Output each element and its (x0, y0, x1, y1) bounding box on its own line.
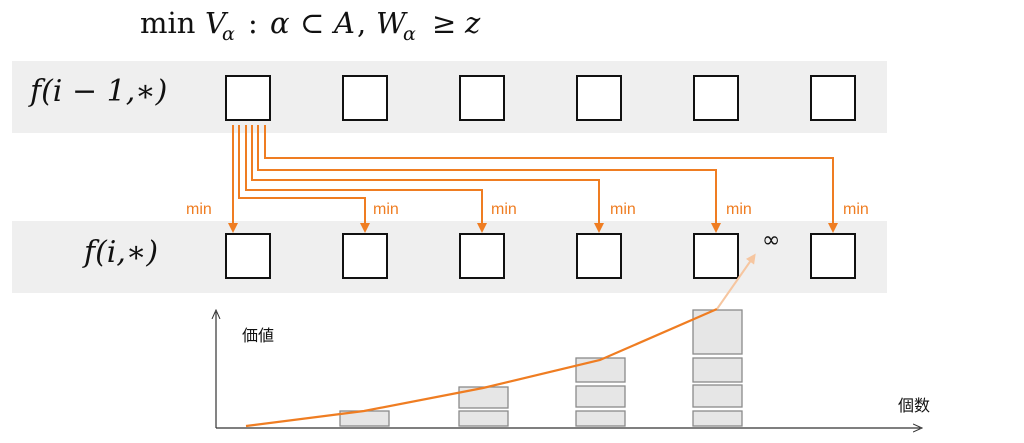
transition-arrow-4 (257, 125, 721, 233)
dp-cell-prev-2 (459, 75, 505, 121)
stack-box-4-2 (692, 384, 743, 408)
transition-arrow-1 (238, 125, 370, 233)
dp-cell-prev-3 (576, 75, 622, 121)
formula-V: V (205, 6, 229, 40)
dp-cell-cur-0 (225, 233, 271, 279)
min-label-0: min (186, 201, 212, 218)
row-band-current (12, 221, 887, 293)
stack-box-2-1 (458, 410, 509, 427)
row-label-current: f(i,∗) (84, 235, 159, 270)
dp-cell-cur-2 (459, 233, 505, 279)
formula-W: W (376, 6, 408, 40)
dp-cell-prev-5 (810, 75, 856, 121)
min-label-1: min (373, 201, 399, 218)
formula: min V α : α ⊂ A , W α ≥ z (140, 6, 481, 45)
infinity-symbol: ∞ (762, 228, 781, 253)
stack-box-4-4 (692, 309, 743, 355)
x-axis-label: 個数 (898, 396, 931, 415)
y-axis-label: 価値 (242, 326, 275, 345)
dp-cell-cur-5 (810, 233, 856, 279)
stack-box-3-1 (575, 410, 626, 427)
formula-comma: , (357, 6, 366, 40)
formula-geq: ≥ (432, 6, 456, 40)
stack-box-3-2 (575, 385, 626, 408)
value-curve (245, 307, 718, 428)
formula-V-subscript: α (222, 23, 235, 45)
transition-arrow-5 (264, 125, 838, 233)
dp-cell-prev-4 (693, 75, 739, 121)
formula-A: A (331, 6, 355, 40)
stack-box-3-3 (575, 357, 626, 383)
formula-W-subscript: α (403, 23, 416, 45)
dp-cell-prev-0 (225, 75, 271, 121)
formula-colon: : (248, 6, 258, 40)
min-label-5: min (843, 201, 869, 218)
formula-subset: ⊂ (300, 6, 324, 40)
stack-box-4-1 (692, 410, 743, 427)
transition-arrow-3 (251, 125, 604, 233)
transition-arrow-2 (245, 125, 487, 233)
row-label-previous: f(i − 1,∗) (30, 74, 168, 109)
dp-cell-prev-1 (342, 75, 388, 121)
dp-cell-cur-3 (576, 233, 622, 279)
dp-cell-cur-4 (693, 233, 739, 279)
min-label-3: min (610, 201, 636, 218)
dp-cell-cur-1 (342, 233, 388, 279)
formula-z: z (464, 6, 481, 40)
row-band-previous (12, 61, 887, 133)
value-curve-extension (716, 253, 756, 310)
formula-alpha: α (270, 6, 290, 40)
formula-min: min (140, 6, 195, 40)
min-label-4: min (726, 201, 752, 218)
min-label-2: min (491, 201, 517, 218)
stack-box-4-3 (692, 357, 743, 383)
